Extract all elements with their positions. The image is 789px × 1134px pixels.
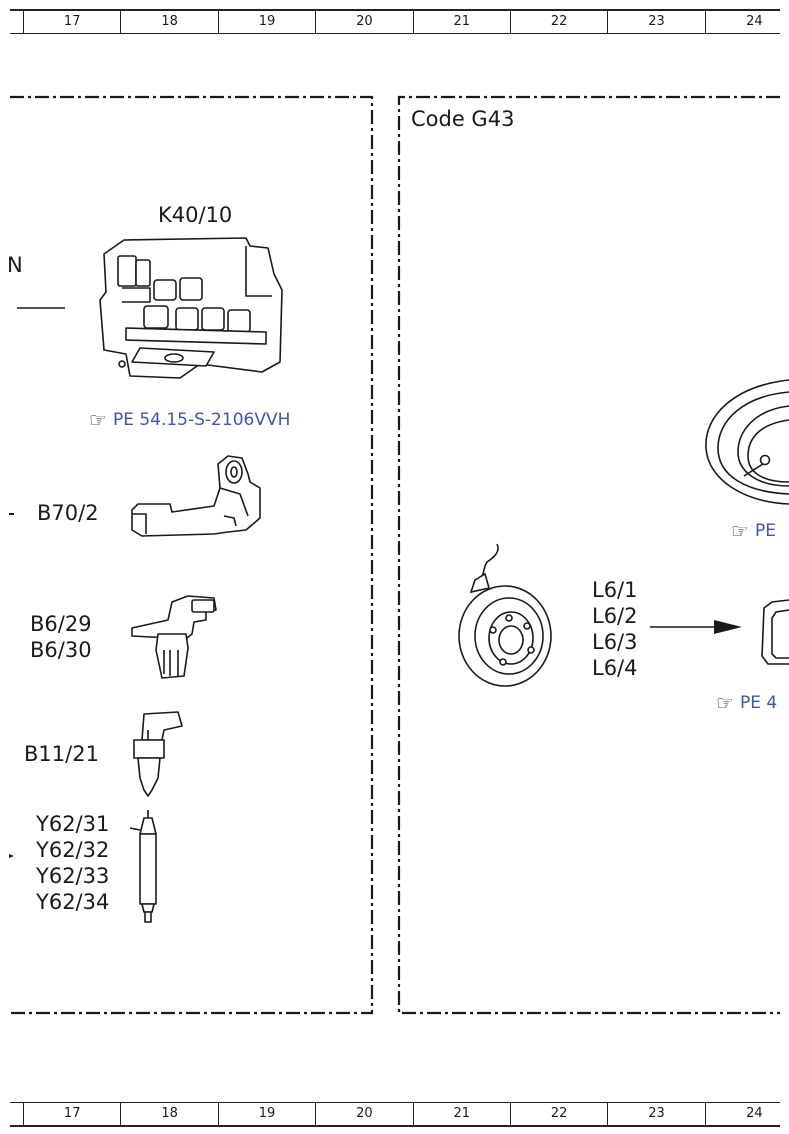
ruler-column-cell: 17: [24, 11, 122, 33]
b70-label: B70/2: [37, 501, 99, 525]
arrow-mark: [9, 854, 14, 858]
y62-label-4: Y62/34: [36, 890, 110, 914]
pointing-hand-icon: ☞: [731, 519, 749, 543]
ruler-column-cell: 17: [24, 1103, 122, 1125]
ruler-column-cell: 24: [746, 14, 763, 29]
y62-labels: Y62/31 Y62/32 Y62/33 Y62/34: [36, 811, 109, 915]
b6-label-1: B6/29: [30, 612, 92, 636]
ruler-column-cell: 21: [414, 1103, 511, 1125]
cluster-reference[interactable]: ☞ PE: [731, 519, 776, 543]
relay-module-drawing: [99, 237, 283, 379]
b6-labels: B6/29 B6/30: [30, 611, 92, 663]
cluster-reference-text: PE: [754, 521, 776, 541]
instrument-cluster-drawing: [705, 379, 789, 505]
ruler-column-cell: 20: [316, 11, 414, 33]
sensor-module-drawing: [761, 599, 789, 665]
ruler-column-cell: 21: [414, 11, 511, 33]
l6-label-3: L6/3: [592, 630, 638, 654]
temperature-sensor-drawing: [133, 711, 183, 797]
y62-label-1: Y62/31: [36, 812, 110, 836]
ruler-column-cell: 24: [746, 1106, 763, 1121]
pointer-arrow: [650, 620, 742, 634]
y62-label-2: Y62/32: [36, 838, 110, 862]
ruler-column-cell: 23: [608, 1103, 706, 1125]
b11-label: B11/21: [24, 742, 99, 766]
k40-label: K40/10: [158, 203, 233, 227]
k40-reference-text: PE 54.15-S-2106VVH: [112, 410, 291, 430]
l6-label-1: L6/1: [592, 578, 638, 602]
brake-disc-sensor-drawing: [458, 543, 552, 687]
ruler-column-cell: 20: [316, 1103, 414, 1125]
ruler-column-cell: 18: [121, 11, 219, 33]
l6-label-2: L6/2: [592, 604, 638, 628]
ruler-column-cell: 19: [219, 1103, 317, 1125]
k40-reference[interactable]: ☞ PE 54.15-S-2106VVH: [89, 408, 290, 432]
l6-label-4: L6/4: [592, 656, 638, 680]
ruler-column-cell: 23: [608, 11, 706, 33]
speed-sensor-drawing: [131, 595, 217, 679]
bullet-mark: [9, 513, 14, 515]
pointing-hand-icon: ☞: [716, 691, 734, 715]
module-reference[interactable]: ☞ PE 4: [716, 691, 777, 715]
connector-line: [17, 307, 65, 309]
y62-label-3: Y62/33: [36, 864, 110, 888]
ruler-column-cell: 18: [121, 1103, 219, 1125]
ruler-column-cell: 22: [511, 1103, 609, 1125]
b6-label-2: B6/30: [30, 638, 92, 662]
ruler-column-cell: 19: [219, 11, 317, 33]
pointing-hand-icon: ☞: [89, 408, 107, 432]
right-panel-frame: [397, 95, 780, 1015]
sensor-bracket-drawing: [131, 455, 261, 537]
l6-labels: L6/1 L6/2 L6/3 L6/4: [592, 577, 638, 681]
module-reference-text: PE 4: [739, 693, 778, 713]
left-panel-frame: [10, 95, 374, 1015]
code-label: Code G43: [411, 107, 515, 131]
partial-label-n: N: [7, 253, 23, 277]
glow-plug-drawing: [129, 810, 157, 923]
ruler-column-cell: 22: [511, 11, 609, 33]
